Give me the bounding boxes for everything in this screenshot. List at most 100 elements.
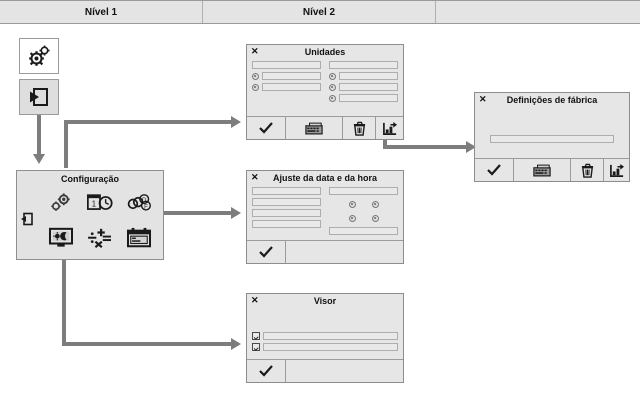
connector-enter-up-stub bbox=[64, 120, 68, 168]
confirm-check-button[interactable] bbox=[247, 117, 286, 139]
dialog-visor[interactable]: ✕ Visor bbox=[246, 293, 404, 383]
config-icon-units[interactable]: D F bbox=[120, 185, 159, 220]
radio-button[interactable] bbox=[252, 72, 259, 80]
close-icon[interactable]: ✕ bbox=[251, 295, 259, 305]
config-icon-math[interactable] bbox=[80, 220, 119, 255]
field-bar[interactable] bbox=[339, 94, 398, 102]
field-bar[interactable] bbox=[252, 198, 321, 206]
datetime-right-column bbox=[329, 187, 398, 238]
keyboard-button[interactable] bbox=[286, 117, 343, 139]
field-bar[interactable] bbox=[339, 83, 398, 91]
radio-button[interactable] bbox=[329, 94, 336, 102]
screen-calendar-icon bbox=[126, 227, 152, 249]
enter-arrow-icon bbox=[27, 86, 51, 108]
radio-button[interactable] bbox=[329, 83, 336, 91]
delete-button[interactable] bbox=[343, 117, 376, 139]
dialog-ajuste-data-hora[interactable]: ✕ Ajuste da data e da hora bbox=[246, 170, 404, 264]
connector-enter-to-unidades bbox=[64, 120, 232, 124]
units-df-icon: D F bbox=[126, 193, 152, 213]
exit-arrow-icon[interactable] bbox=[19, 211, 35, 227]
toolbar-empty-area bbox=[286, 360, 403, 382]
keyboard-icon bbox=[305, 122, 323, 135]
dialog-visor-body bbox=[247, 308, 403, 359]
factory-field-bar[interactable] bbox=[490, 135, 614, 143]
datetime-radio-grid bbox=[329, 198, 398, 222]
datetime-radio-row-2 bbox=[348, 215, 379, 222]
field-bar[interactable] bbox=[262, 83, 321, 91]
save-button[interactable] bbox=[604, 159, 629, 181]
dialog-visor-titlebar: ✕ Visor bbox=[247, 294, 403, 308]
visor-row-2[interactable] bbox=[252, 343, 398, 351]
trash-icon bbox=[580, 163, 595, 178]
field-bar[interactable] bbox=[263, 332, 398, 340]
header-cell-empty bbox=[436, 1, 640, 23]
settings-gears-icon bbox=[26, 44, 52, 68]
unidades-right-row-1[interactable] bbox=[329, 72, 398, 80]
radio-button[interactable] bbox=[252, 83, 259, 91]
config-icon-display[interactable] bbox=[41, 220, 80, 255]
connector-arrow-to-config bbox=[33, 154, 45, 164]
radio-button[interactable] bbox=[348, 215, 356, 222]
dialog-unidades-toolbar bbox=[247, 116, 403, 139]
check-icon bbox=[259, 246, 273, 258]
save-disk-icon bbox=[382, 121, 398, 136]
save-button[interactable] bbox=[376, 117, 403, 139]
menu-item-settings[interactable] bbox=[19, 38, 59, 74]
delete-button[interactable] bbox=[571, 159, 604, 181]
field-bar[interactable] bbox=[262, 72, 321, 80]
radio-button[interactable] bbox=[329, 72, 336, 80]
dialog-factory-titlebar: ✕ Definições de fábrica bbox=[475, 93, 629, 107]
menu-item-enter[interactable] bbox=[19, 79, 59, 115]
toolbar-empty-area bbox=[286, 241, 403, 263]
dialog-visor-toolbar bbox=[247, 359, 403, 382]
field-bar[interactable] bbox=[252, 187, 321, 195]
checkbox[interactable] bbox=[252, 343, 260, 351]
unidades-right-column bbox=[329, 61, 398, 105]
keyboard-button[interactable] bbox=[514, 159, 571, 181]
gears-icon bbox=[49, 192, 73, 214]
unidades-left-row-2[interactable] bbox=[252, 83, 321, 91]
radio-button[interactable] bbox=[348, 201, 356, 208]
dialog-unidades-titlebar: ✕ Unidades bbox=[247, 45, 403, 59]
connector-enter-to-config bbox=[37, 115, 41, 155]
unidades-right-header-bar bbox=[329, 61, 398, 69]
visor-row-1[interactable] bbox=[252, 332, 398, 340]
connector-save-stub bbox=[383, 133, 387, 149]
connector-arrow-to-ajuste bbox=[231, 207, 241, 219]
unidades-left-row-1[interactable] bbox=[252, 72, 321, 80]
connector-arrow-to-factory bbox=[466, 141, 476, 153]
config-icon-gears[interactable] bbox=[41, 185, 80, 220]
field-bar[interactable] bbox=[339, 72, 398, 80]
confirm-check-button[interactable] bbox=[475, 159, 514, 181]
confirm-check-button[interactable] bbox=[247, 241, 286, 263]
dialog-definicoes-fabrica[interactable]: ✕ Definições de fábrica bbox=[474, 92, 630, 182]
save-disk-icon bbox=[609, 163, 625, 178]
check-icon bbox=[259, 365, 273, 377]
close-icon[interactable]: ✕ bbox=[251, 46, 259, 56]
radio-button[interactable] bbox=[371, 215, 379, 222]
field-bar[interactable] bbox=[252, 209, 321, 217]
config-panel[interactable]: Configuração bbox=[16, 170, 164, 260]
confirm-check-button[interactable] bbox=[247, 360, 286, 382]
unidades-right-row-2[interactable] bbox=[329, 83, 398, 91]
close-icon[interactable]: ✕ bbox=[251, 172, 259, 182]
unidades-right-row-3[interactable] bbox=[329, 94, 398, 102]
field-bar[interactable] bbox=[329, 227, 398, 235]
svg-text:1: 1 bbox=[92, 199, 96, 208]
checkbox[interactable] bbox=[252, 332, 260, 340]
connector-display-stub bbox=[62, 258, 66, 346]
datetime-radio-row-1 bbox=[348, 201, 379, 208]
config-icon-date-time[interactable]: 1 bbox=[80, 185, 119, 220]
radio-button[interactable] bbox=[371, 201, 379, 208]
field-bar[interactable] bbox=[252, 220, 321, 228]
field-bar[interactable] bbox=[263, 343, 398, 351]
dialog-factory-toolbar bbox=[475, 158, 629, 181]
dialog-datetime-body bbox=[247, 185, 403, 240]
close-icon[interactable]: ✕ bbox=[479, 94, 487, 104]
dialog-unidades[interactable]: ✕ Unidades bbox=[246, 44, 404, 140]
config-icon-screen-calendar[interactable] bbox=[120, 220, 159, 255]
field-bar[interactable] bbox=[329, 187, 398, 195]
connector-display-to-visor bbox=[62, 342, 232, 346]
level-header: Nível 1 Nível 2 bbox=[0, 0, 640, 24]
connector-arrow-to-visor bbox=[231, 338, 241, 350]
